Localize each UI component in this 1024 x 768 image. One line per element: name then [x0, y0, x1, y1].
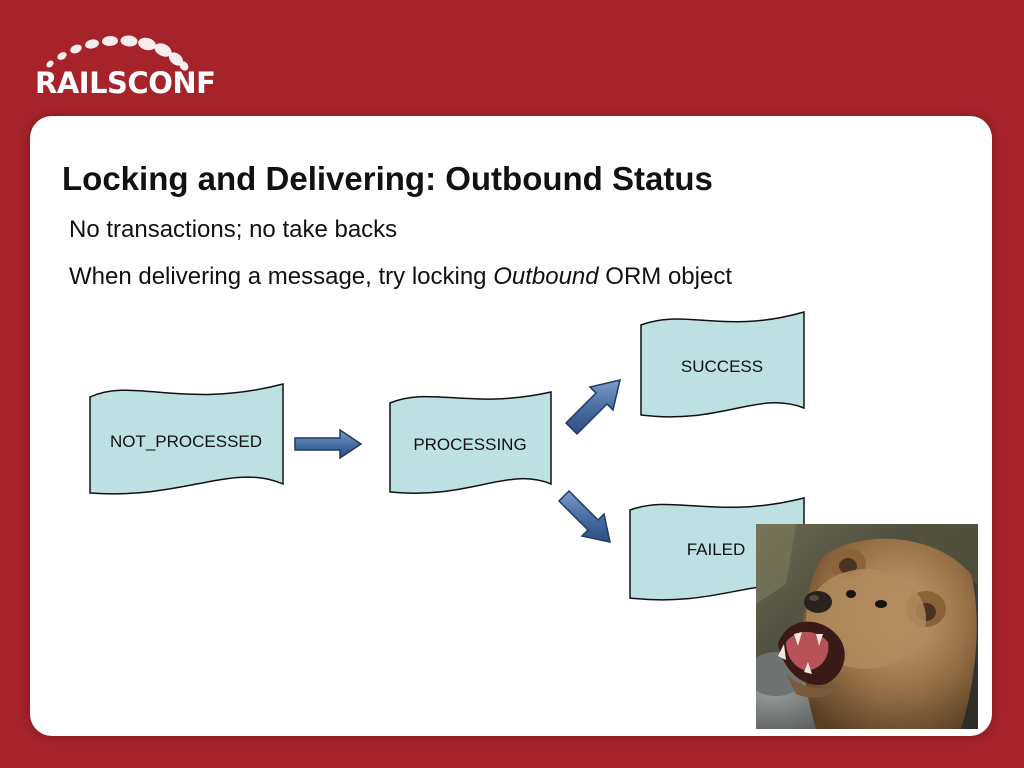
state-box-processing: PROCESSING	[389, 391, 552, 494]
logo-text: RAILSCONF	[35, 66, 216, 100]
state-shape	[389, 391, 552, 494]
arrow-right-icon	[294, 428, 363, 460]
arrow-up-right-icon	[564, 378, 622, 436]
bullet-no-transactions: No transactions; no take backs	[69, 216, 398, 243]
bullet-text: When delivering a message, try locking	[69, 263, 494, 290]
slide-title: Locking and Delivering: Outbound Status	[62, 160, 713, 197]
state-shape	[89, 383, 284, 495]
arrow-down-right-icon	[557, 489, 611, 543]
bullet-text: ORM object	[598, 263, 732, 290]
bullet-locking-outbound: When delivering a message, try locking O…	[69, 263, 732, 291]
state-label-processing: PROCESSING	[413, 435, 526, 454]
state-label-not-processed: NOT_PROCESSED	[110, 432, 262, 451]
railsconf-logo-icon	[46, 35, 189, 71]
state-label-success: SUCCESS	[681, 357, 763, 376]
state-box-success: SUCCESS	[640, 311, 805, 418]
bullet-emphasis: Outbound	[493, 263, 599, 290]
state-label-failed: FAILED	[687, 540, 746, 559]
state-box-not-processed: NOT_PROCESSED	[89, 383, 284, 495]
roaring-bear-photo	[756, 524, 978, 729]
state-shape	[640, 311, 805, 418]
